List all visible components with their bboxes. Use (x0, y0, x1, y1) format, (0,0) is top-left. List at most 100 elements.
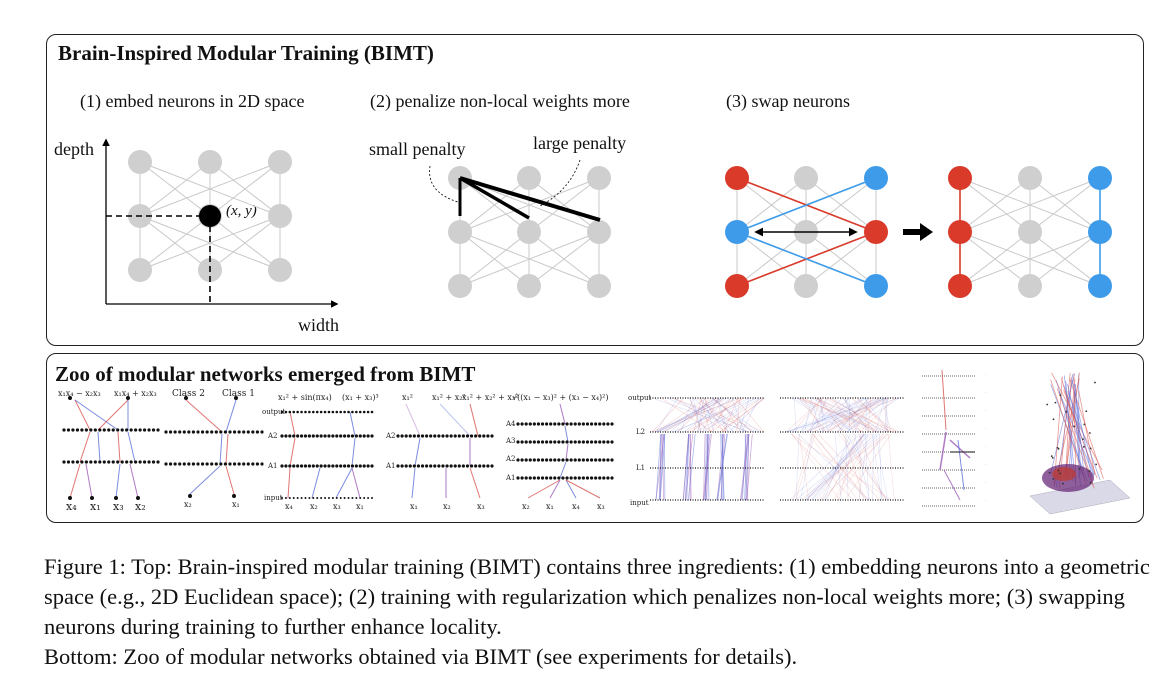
node (409, 434, 412, 437)
node (331, 464, 334, 467)
node (288, 464, 291, 467)
node (1053, 418, 1055, 420)
node (606, 440, 609, 443)
weight (1079, 391, 1095, 474)
node (466, 434, 469, 437)
node (143, 460, 146, 463)
node (285, 497, 287, 499)
node (233, 462, 236, 465)
weight (940, 432, 946, 470)
node (147, 428, 150, 431)
caption-line-1: Figure 1: Top: Brain-inspired modular tr… (44, 552, 1154, 642)
node (316, 464, 319, 467)
node (355, 497, 357, 499)
weight (821, 434, 888, 500)
node (458, 464, 461, 467)
node (516, 458, 519, 461)
weight (226, 434, 228, 464)
net3-bottom-x1: x₁ (356, 502, 364, 511)
node (164, 462, 167, 465)
node (437, 434, 440, 437)
node (590, 422, 593, 425)
node (366, 464, 369, 467)
zoo-net-5 (516, 404, 613, 498)
node (1046, 404, 1048, 406)
node (233, 430, 236, 433)
weight (566, 444, 568, 460)
node (578, 458, 581, 461)
node (89, 460, 92, 463)
weight (794, 398, 796, 432)
node (1052, 478, 1054, 480)
node (367, 497, 369, 499)
node (545, 476, 548, 479)
node (80, 428, 83, 431)
node (292, 434, 295, 437)
node (256, 430, 259, 433)
node (300, 411, 303, 414)
node (478, 434, 481, 437)
node (62, 460, 65, 463)
net4-bottom-x2: x₂ (443, 502, 451, 511)
node (565, 440, 568, 443)
node (482, 464, 485, 467)
zoo-net-1 (62, 396, 159, 500)
node (478, 464, 481, 467)
node (316, 434, 319, 437)
node (304, 464, 307, 467)
net2-bottom-x2: x₂ (184, 500, 192, 509)
node (610, 458, 613, 461)
node (541, 422, 544, 425)
node (187, 430, 190, 433)
weight (412, 468, 415, 498)
node (289, 497, 291, 499)
node (134, 428, 137, 431)
node (1051, 455, 1053, 457)
node (94, 428, 97, 431)
node (351, 411, 354, 414)
node (549, 476, 552, 479)
node (533, 422, 536, 425)
node (284, 464, 287, 467)
node (594, 476, 597, 479)
node (351, 434, 354, 437)
node (450, 434, 453, 437)
node (130, 460, 133, 463)
node (561, 476, 564, 479)
node (121, 460, 124, 463)
weight (560, 404, 565, 424)
node (602, 440, 605, 443)
weight (288, 468, 290, 498)
node (1094, 382, 1096, 384)
node (417, 464, 420, 467)
node (537, 458, 540, 461)
node (332, 497, 334, 499)
node (169, 430, 172, 433)
net3-bottom-x3: x₃ (333, 502, 341, 511)
node (335, 464, 338, 467)
weight (801, 434, 813, 500)
node (343, 464, 346, 467)
weight (290, 438, 295, 466)
node (107, 428, 110, 431)
node (545, 422, 548, 425)
node (570, 458, 573, 461)
net3-layer-a1: A1 (267, 462, 278, 470)
node (590, 476, 593, 479)
node (582, 422, 585, 425)
node (228, 430, 231, 433)
weight (406, 404, 420, 436)
node (125, 460, 128, 463)
net6-layer-input: input (630, 499, 649, 507)
net6-layer-output: output (628, 394, 652, 402)
node (355, 434, 358, 437)
node (312, 464, 315, 467)
node (292, 411, 295, 414)
node (228, 462, 231, 465)
weight (352, 438, 355, 466)
node (574, 476, 577, 479)
weight (565, 426, 568, 442)
node (482, 434, 485, 437)
node (454, 434, 457, 437)
node (339, 464, 342, 467)
